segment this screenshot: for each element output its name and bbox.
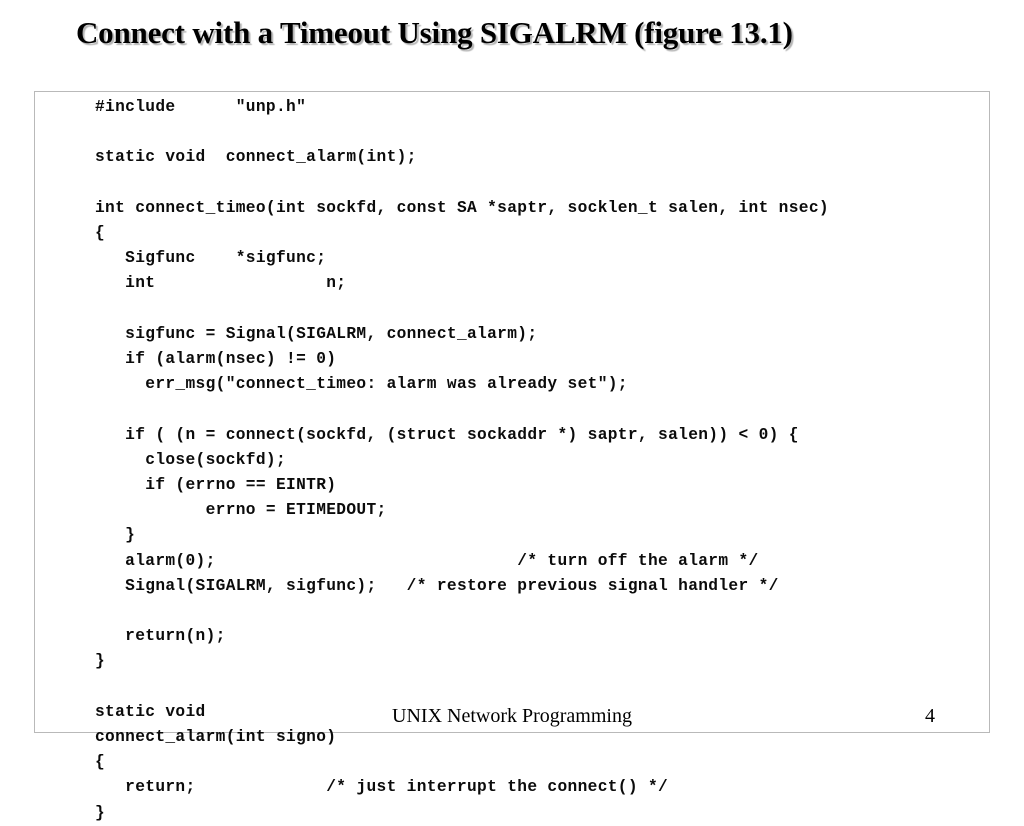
code-frame: #include "unp.h" static void connect_ala… [34, 91, 990, 822]
code-listing: #include "unp.h" static void connect_ala… [95, 98, 829, 822]
page-title: Connect with a Timeout Using SIGALRM (fi… [76, 15, 793, 50]
